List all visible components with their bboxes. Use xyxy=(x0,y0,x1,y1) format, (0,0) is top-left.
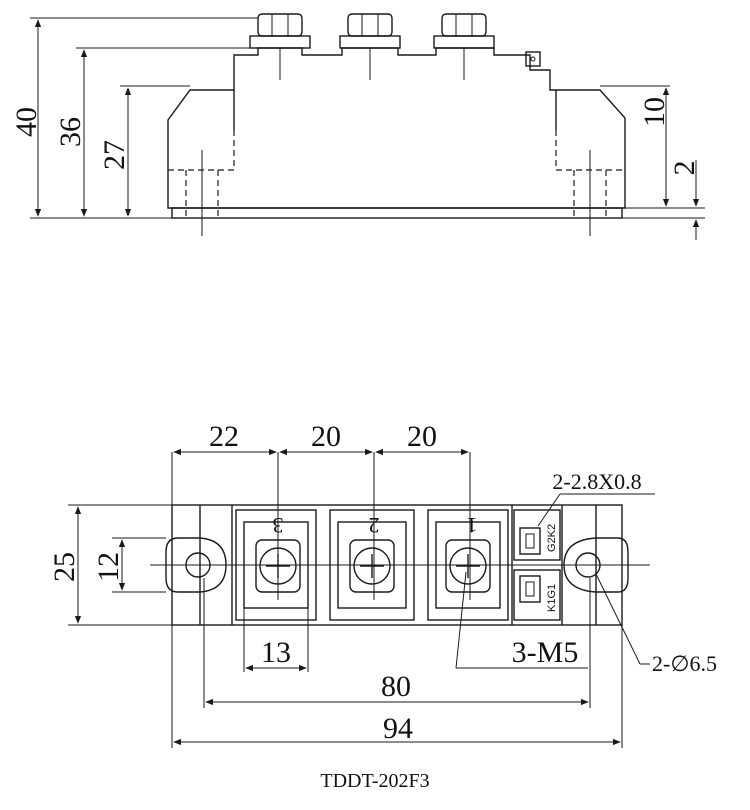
dim-terminal-height: 36 xyxy=(54,117,87,147)
gate-label-k1g1: K1G1 xyxy=(546,584,558,612)
top-view: 3 2 1 G2K2 K1G1 xyxy=(48,420,717,748)
dim-flange-height: 10 xyxy=(638,97,671,127)
base-plate xyxy=(171,207,623,219)
gate-label-g2k2: G2K2 xyxy=(546,524,558,552)
screw-1 xyxy=(449,547,487,585)
gate-tab xyxy=(525,51,541,67)
screw-2 xyxy=(353,547,391,585)
callout-gate-tabs: 2-2.8X0.8 xyxy=(552,469,641,494)
callout-mount-holes: 2-∅6.5 xyxy=(652,651,717,676)
dim-terminal-span: 12 xyxy=(92,552,125,582)
dim-pitch-first: 22 xyxy=(209,420,239,453)
module-body-outline xyxy=(167,47,626,209)
dim-pitch-third: 20 xyxy=(407,420,437,453)
gate-connector: G2K2 K1G1 xyxy=(513,509,561,621)
dim-base-thickness: 2 xyxy=(668,161,701,176)
dim-total-height: 40 xyxy=(10,107,43,137)
terminal-nut xyxy=(249,13,311,80)
dim-pitch-second: 20 xyxy=(311,420,341,453)
dim-overall-length: 94 xyxy=(383,712,413,745)
terminal-nut xyxy=(433,13,495,80)
drawing-caption: TDDT-202F3 xyxy=(320,770,430,792)
terminal-number-1: 1 xyxy=(467,513,478,538)
dim-body-height: 27 xyxy=(98,140,131,170)
callout-screws: 3-M5 xyxy=(512,636,579,669)
dim-hole-spacing: 80 xyxy=(381,670,411,703)
side-view: 40 36 27 10 2 xyxy=(10,13,705,240)
dim-width: 25 xyxy=(48,552,81,582)
terminal-nut xyxy=(339,13,401,80)
dim-terminal-width: 13 xyxy=(261,636,291,669)
